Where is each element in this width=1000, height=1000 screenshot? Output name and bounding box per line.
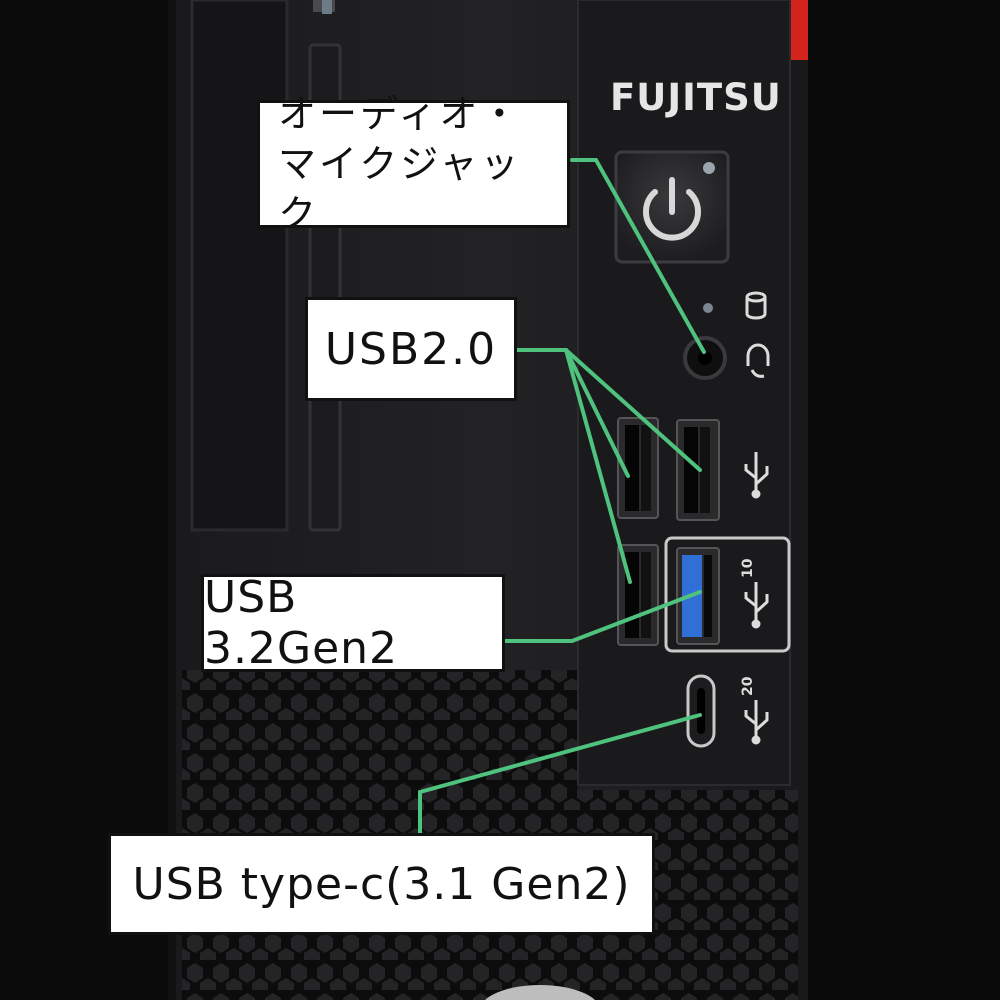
usb-20-icon bbox=[744, 700, 769, 745]
usb-icon bbox=[744, 452, 769, 499]
usb-20-marking: 20 bbox=[740, 676, 756, 696]
audio-jack-callout: オーディオ・ マイクジャック bbox=[257, 92, 570, 236]
headset-icon bbox=[746, 343, 770, 378]
usb-typec-callout: USB type-c(3.1 Gen2) bbox=[108, 833, 655, 935]
audio-callout-line2: マイクジャック bbox=[278, 142, 522, 236]
leader-usb32 bbox=[503, 590, 702, 643]
hdd-activity-led bbox=[703, 303, 713, 313]
hdd-icon bbox=[745, 291, 767, 320]
power-led bbox=[703, 162, 715, 174]
case-foot bbox=[485, 985, 595, 1000]
usb2-callout: USB2.0 bbox=[305, 297, 517, 401]
usb32-outline bbox=[664, 536, 791, 653]
usb-10-marking: 10 bbox=[740, 558, 756, 578]
usb-type-c-port[interactable] bbox=[686, 674, 716, 748]
power-icon bbox=[643, 177, 701, 241]
usb2-port-left[interactable] bbox=[617, 417, 659, 519]
leader-typec bbox=[418, 713, 702, 835]
usb32-port-right[interactable] bbox=[676, 547, 720, 645]
leader-lines bbox=[418, 158, 706, 835]
usb32-callout: USB 3.2Gen2 bbox=[201, 572, 505, 674]
leader-audio bbox=[570, 158, 706, 354]
red-trim-edge bbox=[790, 0, 808, 60]
usb-10-icon bbox=[744, 582, 769, 629]
audio-callout-line1: オーディオ・ bbox=[278, 92, 522, 136]
optical-drive-bay bbox=[190, 0, 289, 532]
fujitsu-logo: FUJITSU bbox=[610, 76, 782, 119]
